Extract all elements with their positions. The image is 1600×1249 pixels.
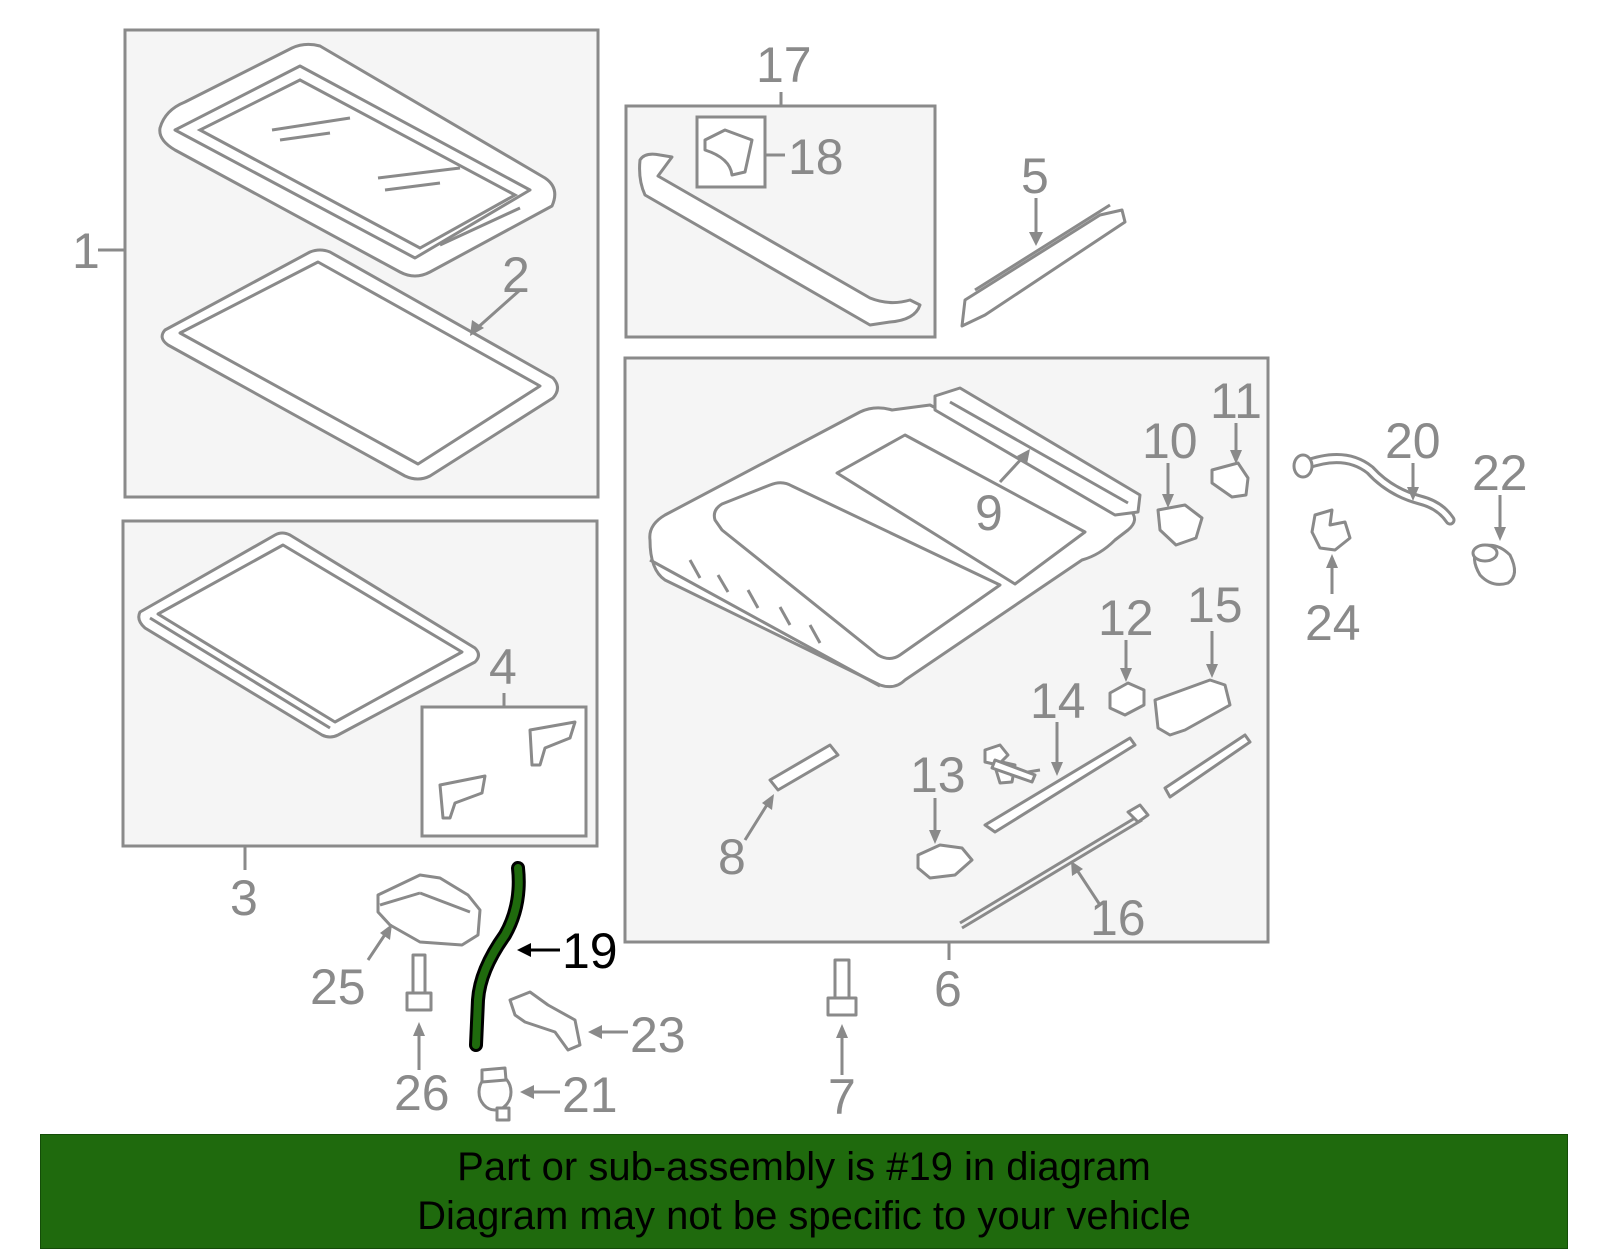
block-part-12[interactable] bbox=[1108, 681, 1146, 717]
callout-9[interactable]: 9 bbox=[975, 485, 1003, 541]
grommet-part-22[interactable] bbox=[1471, 543, 1516, 586]
callout-20[interactable]: 20 bbox=[1385, 413, 1441, 469]
strip-part-8[interactable] bbox=[768, 743, 840, 792]
callout-13[interactable]: 13 bbox=[910, 747, 966, 803]
callout-18[interactable]: 18 bbox=[788, 129, 844, 185]
bolt-part[interactable] bbox=[983, 743, 1037, 784]
callout-4[interactable]: 4 bbox=[489, 639, 517, 695]
callout-22[interactable]: 22 bbox=[1472, 445, 1528, 501]
callout-6[interactable]: 6 bbox=[934, 961, 962, 1017]
clip-part-4[interactable] bbox=[438, 720, 577, 820]
group-box-17 bbox=[624, 104, 937, 339]
callout-26[interactable]: 26 bbox=[394, 1065, 450, 1121]
bracket-part-10[interactable] bbox=[1156, 503, 1204, 547]
callout-15[interactable]: 15 bbox=[1187, 577, 1243, 633]
callout-25[interactable]: 25 bbox=[310, 959, 366, 1015]
deflector-part-17[interactable] bbox=[638, 152, 922, 327]
callout-2[interactable]: 2 bbox=[502, 247, 530, 303]
callout-14[interactable]: 14 bbox=[1030, 673, 1086, 729]
bolt-part-7[interactable] bbox=[826, 958, 858, 1017]
callout-21[interactable]: 21 bbox=[562, 1067, 618, 1123]
callout-23[interactable]: 23 bbox=[630, 1007, 686, 1063]
bolt-part-26[interactable] bbox=[405, 953, 433, 1012]
rail-part-15b[interactable] bbox=[1163, 733, 1252, 799]
cable-part-16[interactable] bbox=[959, 803, 1150, 930]
callout-10[interactable]: 10 bbox=[1142, 413, 1198, 469]
sunshade-part[interactable] bbox=[137, 531, 480, 739]
clip-part-24[interactable] bbox=[1310, 508, 1352, 552]
banner-line-2: Diagram may not be specific to your vehi… bbox=[417, 1193, 1191, 1238]
clip-part-11[interactable] bbox=[1210, 461, 1250, 499]
crossmember-part-9[interactable] bbox=[933, 386, 1142, 517]
callout-16[interactable]: 16 bbox=[1090, 890, 1146, 946]
rail-part-5[interactable] bbox=[960, 203, 1127, 328]
callout-17[interactable]: 17 bbox=[756, 37, 812, 93]
bracket-part-23[interactable] bbox=[508, 990, 582, 1052]
motor-part-25[interactable] bbox=[376, 873, 482, 947]
callout-5[interactable]: 5 bbox=[1021, 148, 1049, 204]
callout-24[interactable]: 24 bbox=[1305, 595, 1361, 651]
callout-19[interactable]: 19 bbox=[562, 923, 618, 979]
callout-1[interactable]: 1 bbox=[72, 223, 100, 279]
glass-seal-part[interactable] bbox=[160, 248, 559, 481]
drain-hose-part-19-highlighted[interactable] bbox=[469, 861, 526, 1052]
callout-12[interactable]: 12 bbox=[1098, 590, 1154, 646]
block-part-13[interactable] bbox=[916, 843, 974, 880]
connector-part-21[interactable] bbox=[477, 1066, 513, 1122]
callout-8[interactable]: 8 bbox=[718, 829, 746, 885]
sunroof-frame-part[interactable] bbox=[648, 403, 1136, 689]
callout-3[interactable]: 3 bbox=[230, 870, 258, 926]
glass-panel-part[interactable] bbox=[158, 42, 557, 278]
drain-hose-part-20[interactable] bbox=[1292, 453, 1456, 526]
banner-line-1: Part or sub-assembly is #19 in diagram bbox=[457, 1144, 1151, 1189]
info-banner: Part or sub-assembly is #19 in diagram D… bbox=[40, 1134, 1568, 1249]
callout-7[interactable]: 7 bbox=[828, 1069, 856, 1125]
bracket-part-15[interactable] bbox=[1153, 678, 1232, 737]
callout-11[interactable]: 11 bbox=[1210, 373, 1262, 429]
